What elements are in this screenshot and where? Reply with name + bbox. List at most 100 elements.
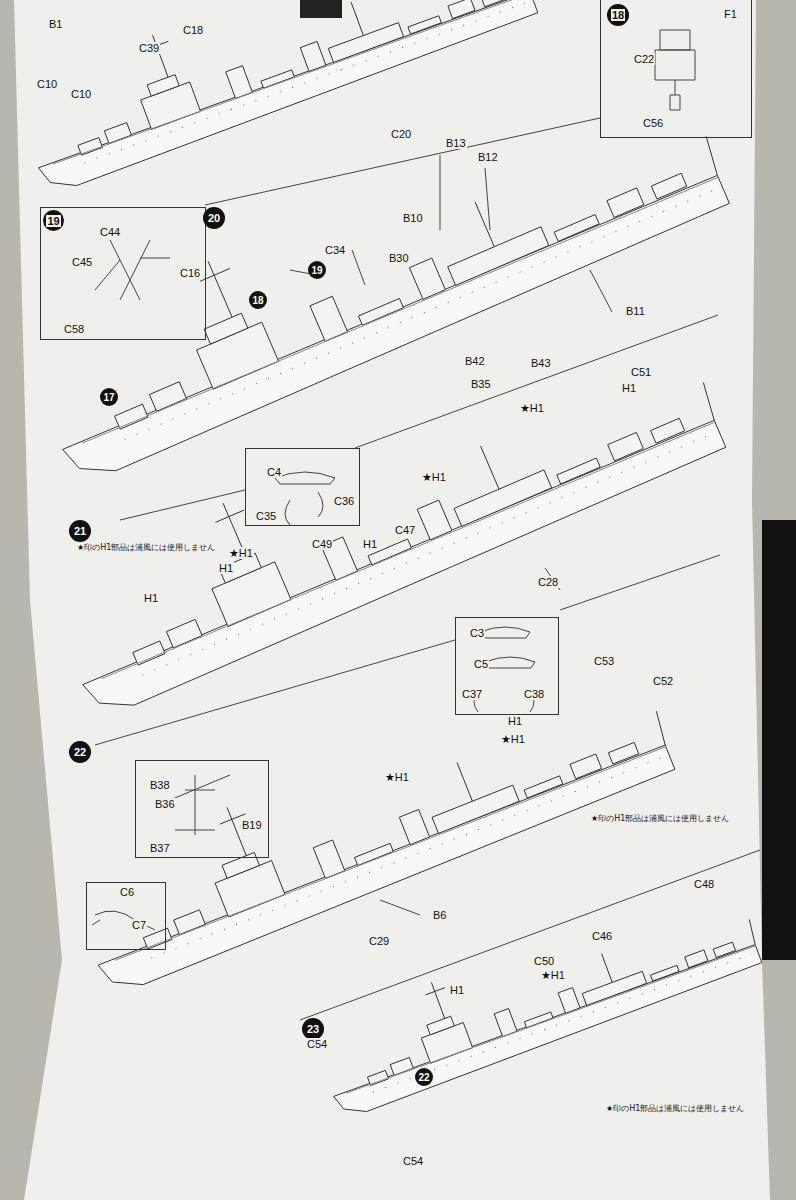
drawing-line [485, 168, 490, 230]
part-label: C38 [523, 688, 545, 700]
part-label: B11 [625, 305, 646, 317]
part-label: ★H1 [500, 733, 526, 745]
step-number: 19 [43, 210, 64, 231]
step-number-text: 18 [252, 295, 263, 306]
part-label: C16 [179, 267, 201, 279]
drawing-line [275, 472, 335, 525]
drawing-line [39, 311, 732, 721]
part-label: C47 [394, 524, 416, 536]
note-text: ★印のH1部品は浦風には使用しません [590, 814, 730, 824]
step-number: 18 [607, 4, 629, 26]
step-number: 20 [203, 207, 225, 229]
step-number-text: 18 [611, 9, 625, 21]
part-label: C50 [533, 955, 555, 967]
part-label: B36 [154, 798, 176, 810]
part-label: C18 [182, 24, 204, 36]
inset-box: C44C45C16C5819 [40, 207, 206, 340]
drawing-line [655, 30, 695, 110]
part-label: C52 [652, 675, 674, 687]
part-label: H1 [362, 538, 378, 550]
drawing-line [170, 775, 230, 835]
step-number-text: 22 [418, 1072, 429, 1083]
part-label: H1 [449, 984, 465, 996]
drawing-line [95, 640, 455, 745]
drawing-line [9, 0, 542, 196]
inset-box: F1C22C56 18 [600, 0, 752, 138]
drawing-line [308, 871, 765, 1120]
step-number-text: 20 [208, 212, 220, 224]
step-number: 19 [308, 261, 326, 279]
part-label: B37 [149, 842, 171, 854]
step-number-text: 21 [74, 525, 86, 537]
drawing-line [355, 315, 718, 448]
part-label: B42 [464, 355, 486, 367]
step-number: 22 [415, 1068, 433, 1086]
part-label: B38 [149, 779, 171, 791]
drawing-line [120, 490, 245, 520]
part-label: ★H1 [228, 547, 254, 559]
drawing-line [590, 270, 612, 312]
part-label: C48 [693, 878, 715, 890]
step-number-text: 23 [307, 1023, 319, 1035]
part-label: C7 [131, 919, 147, 931]
step-number-text: 22 [74, 746, 86, 758]
part-label: C54 [306, 1038, 328, 1050]
part-label: H1 [143, 592, 159, 604]
step-number: 21 [69, 520, 91, 542]
part-label: C34 [324, 244, 346, 256]
part-label: B43 [530, 357, 552, 369]
part-label: F1 [723, 8, 738, 20]
drawing-line [352, 250, 365, 285]
drawing-line [92, 30, 760, 1020]
inset-box: C6C7 [86, 882, 166, 950]
drawing-line [440, 155, 441, 230]
drawing-line [300, 0, 342, 18]
part-label: B1 [48, 18, 63, 30]
part-label: C58 [63, 323, 85, 335]
part-label: B12 [477, 151, 499, 163]
drawing-line [92, 911, 155, 930]
note-text: ★印のH1部品は浦風には使用しません [605, 1104, 745, 1114]
part-label: C4 [266, 466, 282, 478]
part-label: ★H1 [384, 771, 410, 783]
drawing-line [61, 647, 680, 998]
drawing-line [675, 80, 676, 95]
part-label: C35 [255, 510, 277, 522]
inset-box: C3C5C37C38 [455, 617, 559, 715]
drawing-line [380, 900, 420, 915]
part-label: C6 [119, 886, 135, 898]
part-label: H1 [218, 562, 234, 574]
drawing-line [95, 240, 170, 300]
part-label: C54 [402, 1155, 424, 1167]
part-label: C36 [333, 495, 355, 507]
part-label: C53 [593, 655, 615, 667]
part-label: ★H1 [540, 969, 566, 981]
step-number: 23 [302, 1018, 324, 1040]
part-label: C29 [368, 935, 390, 947]
part-label: B19 [241, 819, 263, 831]
part-label: ★H1 [519, 402, 545, 414]
part-label: C51 [630, 366, 652, 378]
drawing-line [14, 0, 770, 1200]
part-label: H1 [507, 715, 523, 727]
step-number: 22 [69, 741, 91, 763]
inset-box: B38B36B19B37 [135, 760, 269, 858]
part-label: H1 [621, 382, 637, 394]
part-label: B10 [402, 212, 424, 224]
inset-box: C4C35 C36 [245, 448, 360, 526]
part-label: C37 [461, 688, 483, 700]
drawing-line [560, 555, 720, 610]
part-label: C46 [591, 930, 613, 942]
drawing-line [762, 520, 796, 960]
note-text: ★印のH1部品は浦風には使用しません [76, 543, 216, 553]
part-label: C39 [138, 42, 160, 54]
part-label: C22 [633, 53, 655, 65]
part-label: C20 [390, 128, 412, 140]
part-label: C44 [99, 226, 121, 238]
part-label: C56 [642, 117, 664, 129]
part-label: C28 [537, 576, 559, 588]
step-number-text: 17 [103, 392, 114, 403]
step-number-text: 19 [46, 215, 60, 227]
